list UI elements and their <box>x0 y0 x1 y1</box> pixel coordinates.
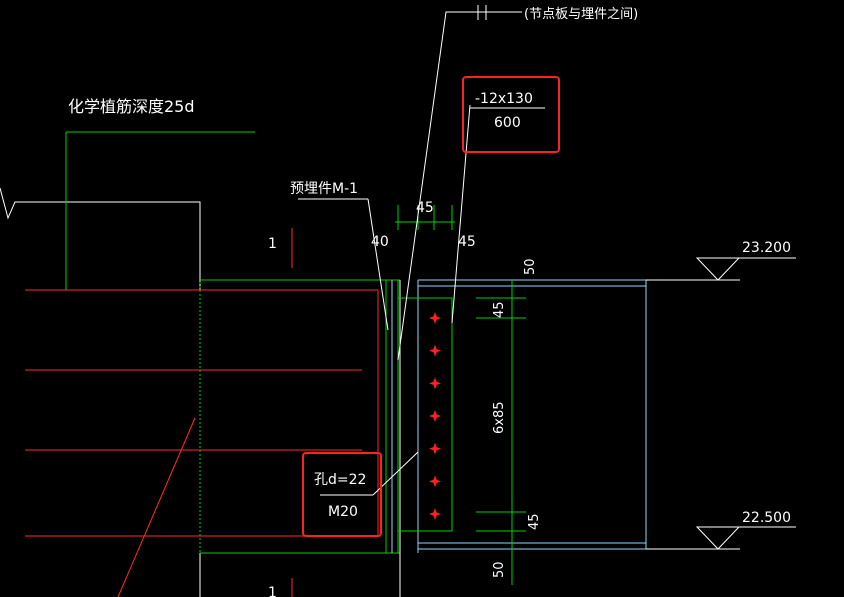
plate-spec-label: -12x130 <box>475 91 533 107</box>
embed-part-label: 预埋件M-1 <box>290 181 358 197</box>
bolt-marker <box>429 377 441 390</box>
rebar-lines <box>25 228 379 597</box>
bolt-marker <box>429 475 441 488</box>
section-mark-top: 1 <box>268 236 277 252</box>
bolt-group <box>429 312 441 520</box>
dim-50-bottom: 50 <box>492 561 507 578</box>
gap-note-label: (节点板与埋件之间) <box>524 7 638 22</box>
dim-bolt-spacing: 6x85 <box>492 401 507 434</box>
elevation-bottom-label: 22.500 <box>742 510 791 526</box>
bolt-marker <box>429 508 441 520</box>
bolt-highlight-box <box>302 452 382 537</box>
plate-highlight-box <box>462 76 560 153</box>
bolt-marker <box>429 410 441 422</box>
dim-45-right: 45 <box>458 234 476 250</box>
embed-plate <box>391 280 453 597</box>
concrete-column <box>0 187 201 597</box>
dim-45-v-top: 45 <box>492 301 507 318</box>
dim-50-top: 50 <box>523 258 538 275</box>
bolt-marker <box>429 442 441 455</box>
chem-anchor-label: 化学植筋深度25d <box>68 97 195 116</box>
plate-length-label: 600 <box>494 115 521 131</box>
bolt-marker <box>429 312 441 324</box>
elevation-top-label: 23.200 <box>742 240 791 256</box>
steel-beam <box>418 279 740 550</box>
dim-45-v-bottom: 45 <box>527 513 542 530</box>
chem-anchor-leader <box>65 131 400 554</box>
section-mark-bottom: 1 <box>268 585 277 597</box>
leader-lines <box>298 5 545 496</box>
bolt-label: M20 <box>328 504 358 520</box>
dimension-lines <box>395 205 526 585</box>
dim-45-top: 45 <box>416 200 434 216</box>
hole-label: 孔d=22 <box>314 472 366 488</box>
dim-40: 40 <box>371 234 389 250</box>
bolt-marker <box>429 344 441 357</box>
elevation-markers <box>646 257 796 550</box>
